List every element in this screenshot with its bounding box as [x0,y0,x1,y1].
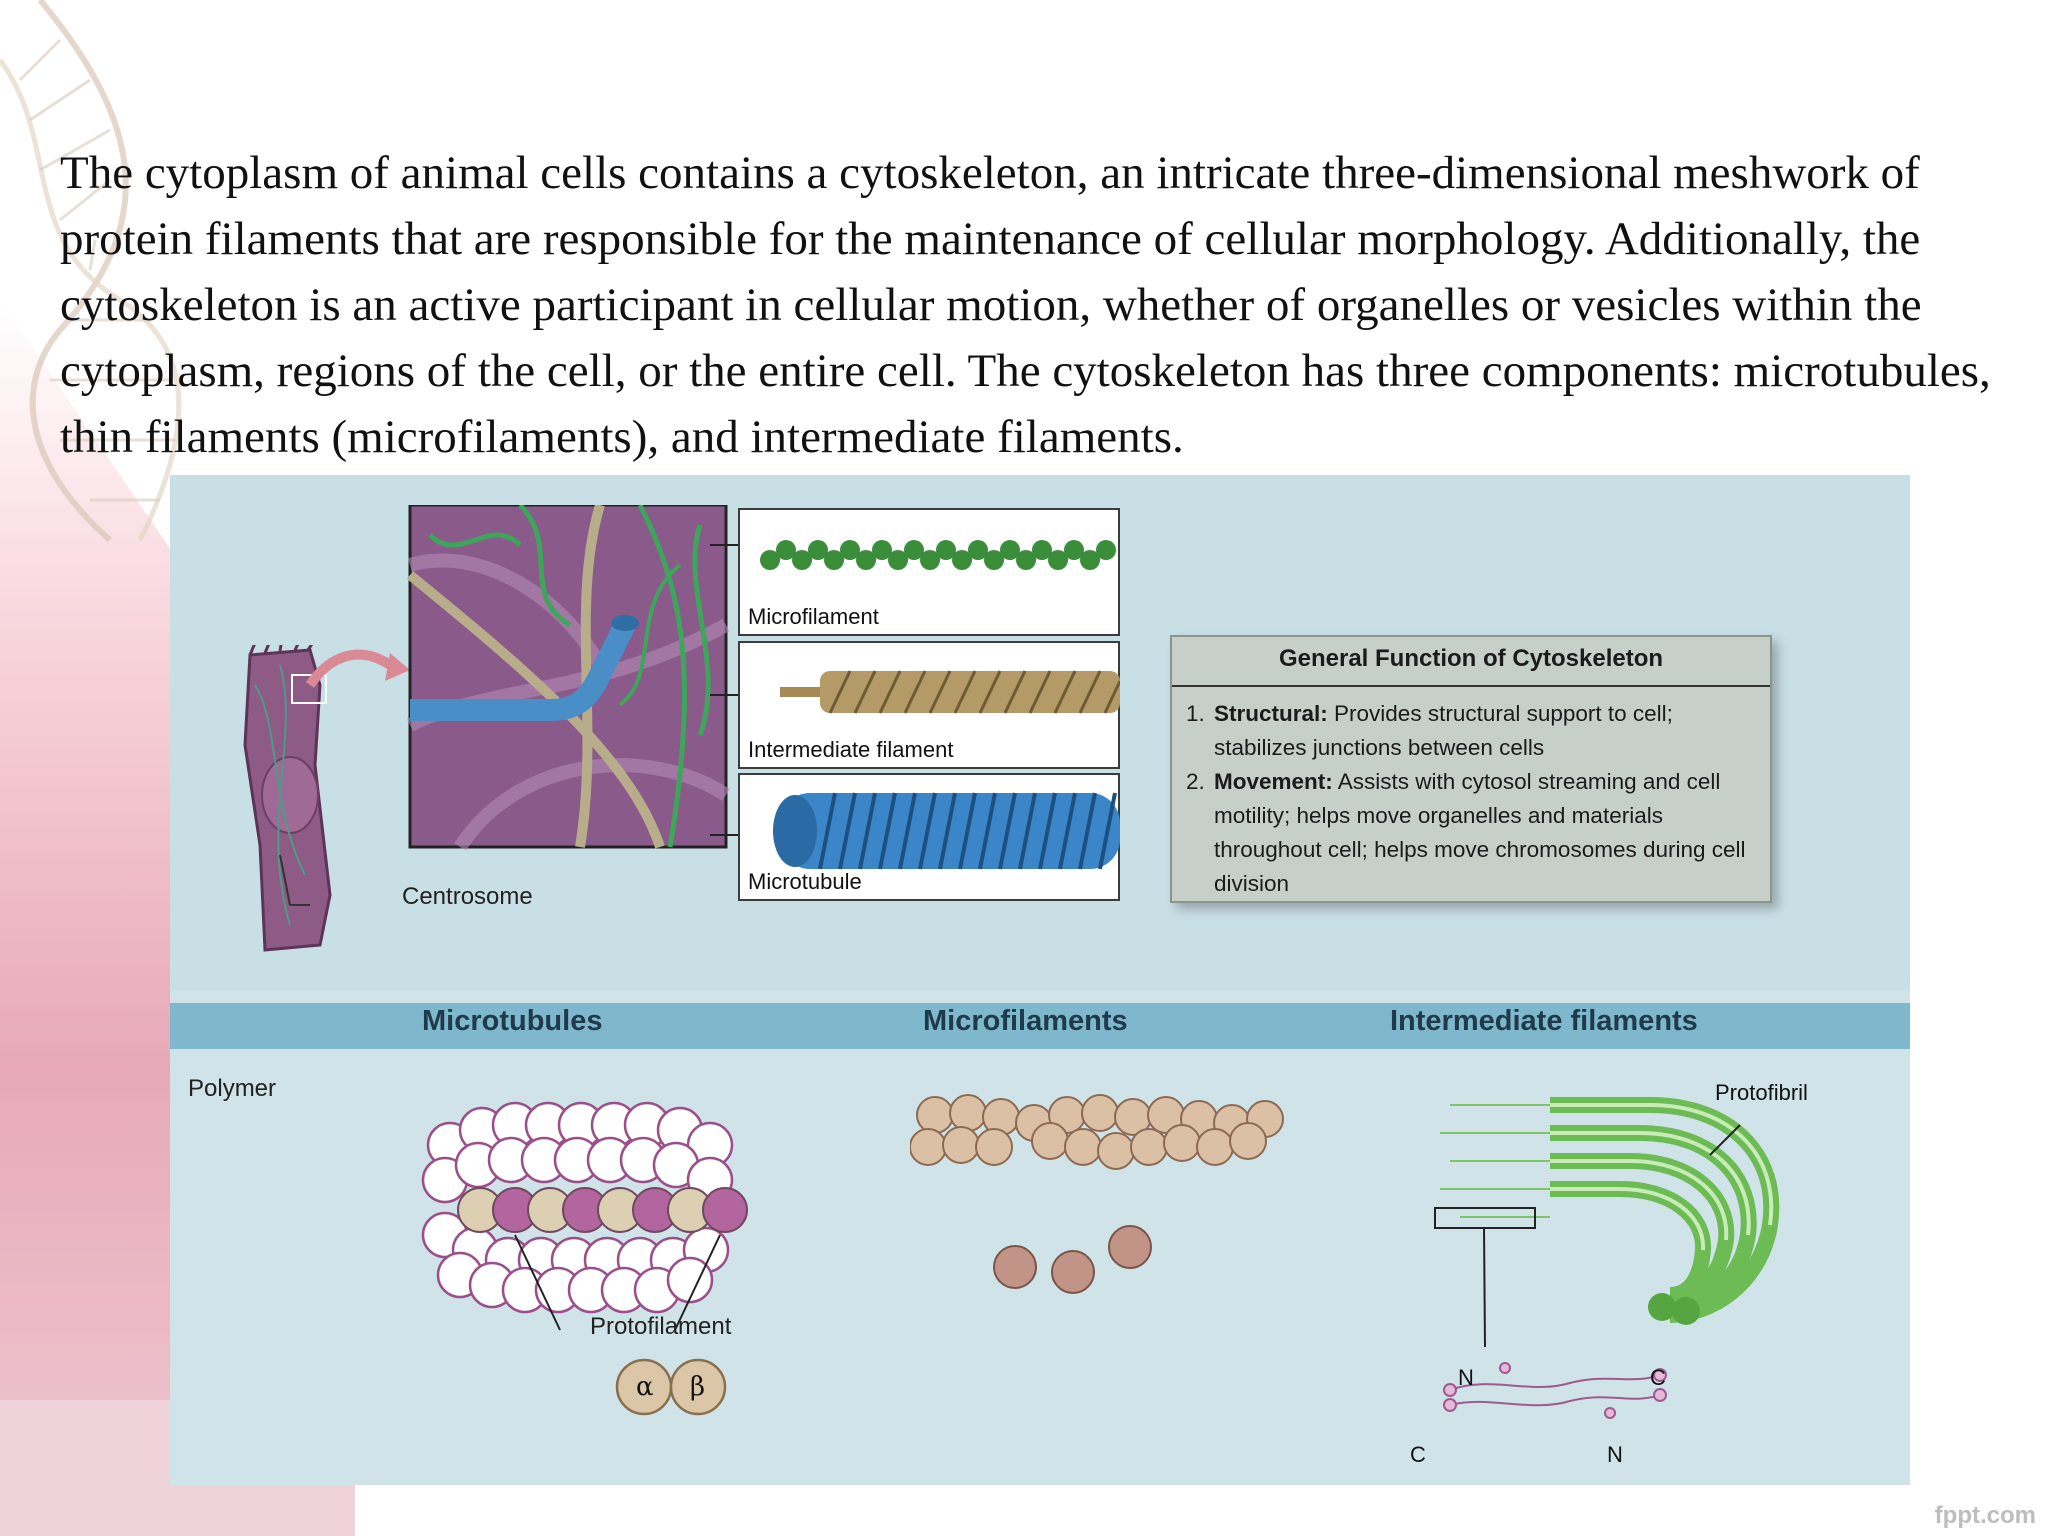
leader-lines [710,544,738,836]
cytoskeleton-zoom-view [406,505,730,850]
function-item-term: Structural: [1214,701,1328,726]
category-band [170,1003,1910,1049]
microtubule-panel: Microtubule [738,773,1120,901]
band-header-microfilaments: Microfilaments [923,1005,1128,1037]
function-item-number: 1. [1186,701,1205,726]
microtubule-image [773,792,1120,870]
dna-helix-decoration [0,0,182,543]
tubulin-dimer [615,1358,727,1416]
microfilament-panel: Microfilament [738,508,1120,636]
intermediate-filament-image [780,670,1120,714]
cell-illustration [243,645,410,952]
function-item-term: Movement: [1214,769,1333,794]
c-terminus-label-top: C [1650,1365,1666,1390]
function-item-text: Assists with cytosol streaming and cell … [1214,769,1746,896]
polymer-row-label: Polymer [188,1075,277,1102]
microfilament-polymer [910,1094,1284,1294]
centrosome-label: Centrosome [402,883,533,910]
function-list: 1. Structural: Provides structural suppor… [1186,697,1758,901]
intro-paragraph: The cytoplasm of animal cells contains a… [60,147,1991,463]
watermark-text: fppt.com [1934,1502,2036,1529]
intermediate-filament-polymer [1434,1097,1780,1419]
microtubule-label: Microtubule [748,869,862,894]
function-item-text: Provides structural support to cell; sta… [1214,701,1673,760]
protofilament-label: Protofilament [590,1313,732,1340]
alpha-tubulin-label: α [636,1372,654,1402]
microtubule-polymer [421,1101,748,1331]
function-item-number: 2. [1186,769,1205,794]
n-terminus-label-bottom: N [1607,1442,1623,1467]
function-item-movement: 2. Movement: Assists with cytosol streami… [1186,765,1758,901]
intermediate-filament-label: Intermediate filament [748,737,954,762]
n-terminus-label-top: N [1458,1365,1474,1390]
beta-tubulin-label: β [690,1372,706,1402]
function-box-title: General Function of Cytoskeleton [1278,645,1664,672]
c-terminus-label-bottom: C [1410,1442,1426,1467]
intermediate-filament-panel: Intermediate filament [738,641,1120,769]
protofibril-label: Protofibril [1715,1080,1808,1105]
function-box: General Function of Cytoskeleton 1. Struc… [1170,635,1772,903]
microfilament-image [760,540,1116,570]
band-header-microtubules: Microtubules [422,1005,603,1037]
function-item-structural: 1. Structural: Provides structural suppor… [1186,697,1758,765]
function-box-divider [1172,685,1770,687]
microfilament-label: Microfilament [748,604,879,629]
band-header-intermediate-filaments: Intermediate filaments [1390,1005,1698,1037]
cytoskeleton-figure: Centrosome Microfilament Intermedia [170,475,1910,1485]
